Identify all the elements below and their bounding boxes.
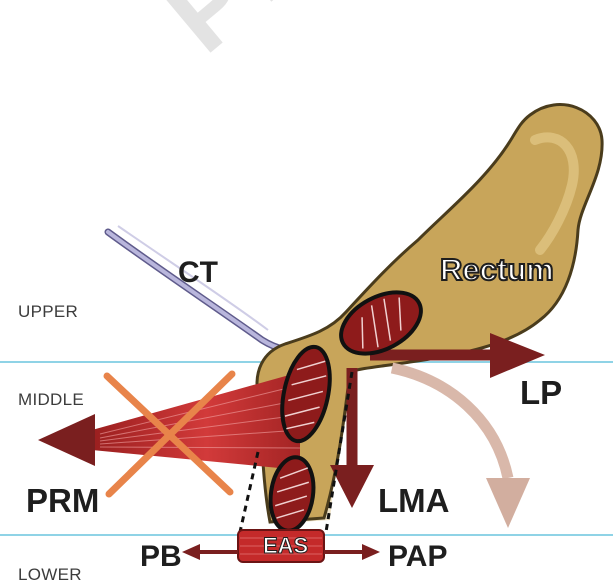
prm-label: PRM	[26, 482, 99, 520]
rectum-label: Rectum	[440, 252, 554, 288]
prm-arrowhead	[38, 414, 95, 466]
lp-label: LP	[520, 374, 562, 412]
middle-zone-label: MIDDLE	[18, 390, 84, 410]
upper-zone-label: UPPER	[18, 302, 78, 322]
eas-label: EAS	[263, 533, 308, 559]
pap-arrowhead	[362, 544, 380, 560]
ct-label: CT	[178, 256, 218, 290]
lp-curve-arrowhead	[486, 478, 530, 528]
rectum-body	[257, 105, 602, 522]
pap-label: PAP	[388, 540, 447, 574]
pb-label: PB	[140, 540, 182, 574]
lp-curve-arrow	[392, 368, 508, 478]
lower-zone-label: LOWER	[18, 565, 82, 585]
lma-label: LMA	[378, 482, 449, 520]
lp-arrowhead	[490, 333, 545, 378]
pb-arrowhead	[182, 544, 200, 560]
